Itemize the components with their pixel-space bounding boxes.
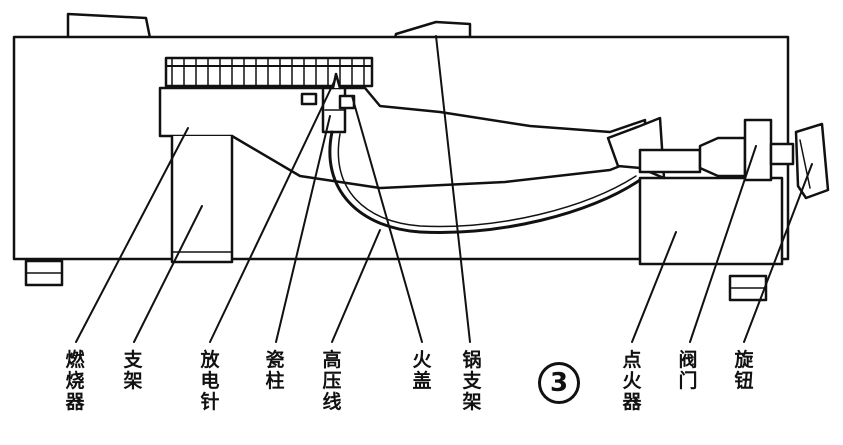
label-char: 线: [322, 391, 342, 413]
label-char: 电: [200, 370, 220, 392]
label-char: 器: [65, 391, 85, 413]
label-char: 压: [322, 370, 342, 392]
label-char: 柱: [265, 370, 285, 392]
label-burner: 燃烧器: [58, 350, 92, 413]
igniter-box: [638, 176, 784, 266]
label-char: 架: [462, 391, 482, 413]
label-char: 架: [123, 370, 143, 392]
valve-cone: [698, 136, 747, 178]
figure-number: 3: [538, 362, 580, 404]
label-char: 烧: [65, 370, 85, 392]
label-ceramic-post: 瓷柱: [258, 350, 292, 392]
label-char: 阀: [678, 349, 698, 371]
valve-stem: [769, 142, 795, 166]
knob-shape: [794, 122, 830, 200]
label-char: 盖: [412, 370, 432, 392]
label-char: 旋: [734, 349, 754, 371]
label-char: 支: [462, 370, 482, 392]
hv-wire-cable: [328, 130, 642, 234]
label-pot-support: 锅支架: [455, 350, 489, 413]
label-hv-wire: 高压线: [315, 350, 349, 413]
label-fire-cover: 火盖: [405, 350, 439, 392]
label-char: 针: [200, 391, 220, 413]
label-char: 钮: [734, 370, 754, 392]
label-knob: 旋钮: [727, 350, 761, 392]
valve-body: [743, 118, 773, 182]
label-support: 支架: [116, 350, 150, 392]
label-discharge-pin: 放电针: [193, 350, 227, 413]
label-char: 点: [622, 349, 642, 371]
label-char: 燃: [65, 349, 85, 371]
label-char: 支: [123, 349, 143, 371]
label-char: 锅: [462, 349, 482, 371]
support-leg: [170, 134, 234, 264]
label-char: 火: [412, 349, 432, 371]
label-char: 器: [622, 391, 642, 413]
nozzle-pipe: [638, 148, 702, 174]
label-char: 放: [200, 349, 220, 371]
burner-head: [164, 56, 374, 88]
pot-support-left: [66, 12, 152, 40]
label-char: 火: [622, 370, 642, 392]
label-valve: 阀门: [671, 350, 705, 392]
label-char: 高: [322, 349, 342, 371]
label-char: 瓷: [265, 349, 285, 371]
label-igniter: 点火器: [615, 350, 649, 413]
label-char: 门: [678, 370, 698, 392]
leader-lines: [75, 35, 813, 343]
